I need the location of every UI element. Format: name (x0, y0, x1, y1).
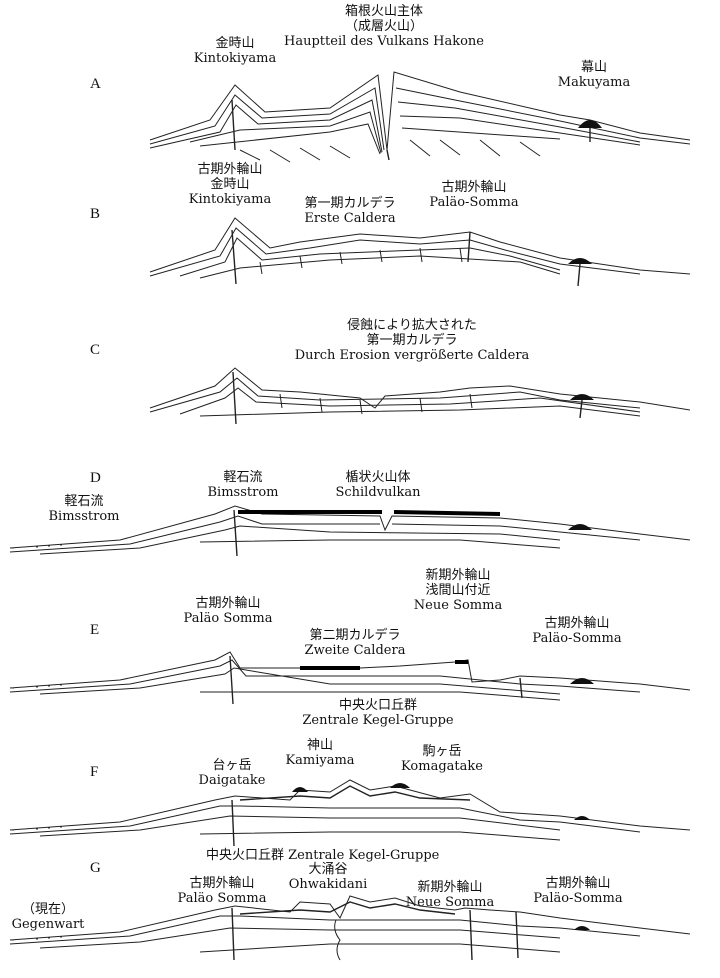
section-c (150, 368, 690, 424)
section-g (10, 896, 690, 960)
section-b (150, 218, 690, 286)
section-d (10, 506, 690, 556)
section-a (150, 72, 690, 162)
section-e (10, 652, 690, 704)
section-f (10, 780, 690, 846)
